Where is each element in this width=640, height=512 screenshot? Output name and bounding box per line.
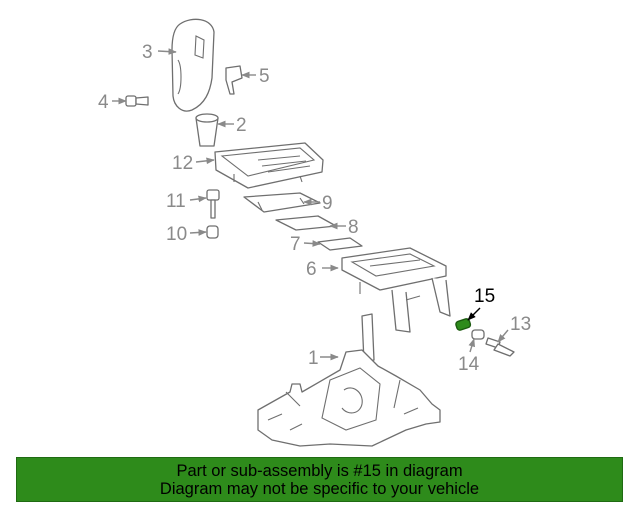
callout-4: 4 xyxy=(98,92,109,113)
callout-12: 12 xyxy=(172,153,193,174)
callout-6: 6 xyxy=(306,259,317,280)
part-info-banner: Part or sub-assembly is #15 in diagram D… xyxy=(16,457,623,502)
callout-14: 14 xyxy=(458,354,480,375)
callout-8: 8 xyxy=(348,217,359,238)
callout-15: 15 xyxy=(474,286,495,307)
part-6-bracket xyxy=(341,247,451,333)
banner-line-2: Diagram may not be specific to your vehi… xyxy=(159,479,480,498)
callout-7: 7 xyxy=(290,234,301,255)
part-7-plate xyxy=(317,237,363,251)
part-8-plate xyxy=(275,215,337,231)
part-1-shift-lever-base xyxy=(257,313,441,447)
banner-line-1: Part or sub-assembly is #15 in diagram xyxy=(176,461,463,480)
callout-labels: 3 5 4 2 12 11 9 10 8 7 6 15 13 1 14 xyxy=(98,42,531,375)
parts-diagram: 3 5 4 2 12 11 9 10 8 7 6 15 13 1 14 xyxy=(98,18,531,447)
part-5-clip xyxy=(225,65,243,95)
part-3-knob-cover xyxy=(171,18,215,112)
callout-11: 11 xyxy=(166,191,186,212)
callout-1: 1 xyxy=(308,348,319,369)
part-12-indicator-housing xyxy=(214,142,324,189)
leader-lines xyxy=(112,48,509,361)
part-11-socket xyxy=(206,189,220,219)
callout-9: 9 xyxy=(322,193,333,214)
callout-13: 13 xyxy=(510,314,531,335)
part-13-pin xyxy=(485,337,515,357)
part-2-knob xyxy=(195,113,219,147)
part-10-bulb xyxy=(206,225,219,239)
part-15-highlighted xyxy=(455,318,472,331)
part-14-sleeve xyxy=(471,329,485,340)
part-4-screw xyxy=(125,95,149,107)
callout-3: 3 xyxy=(142,42,153,63)
callout-10: 10 xyxy=(166,224,187,245)
callout-2: 2 xyxy=(236,115,247,136)
callout-5: 5 xyxy=(259,66,270,87)
